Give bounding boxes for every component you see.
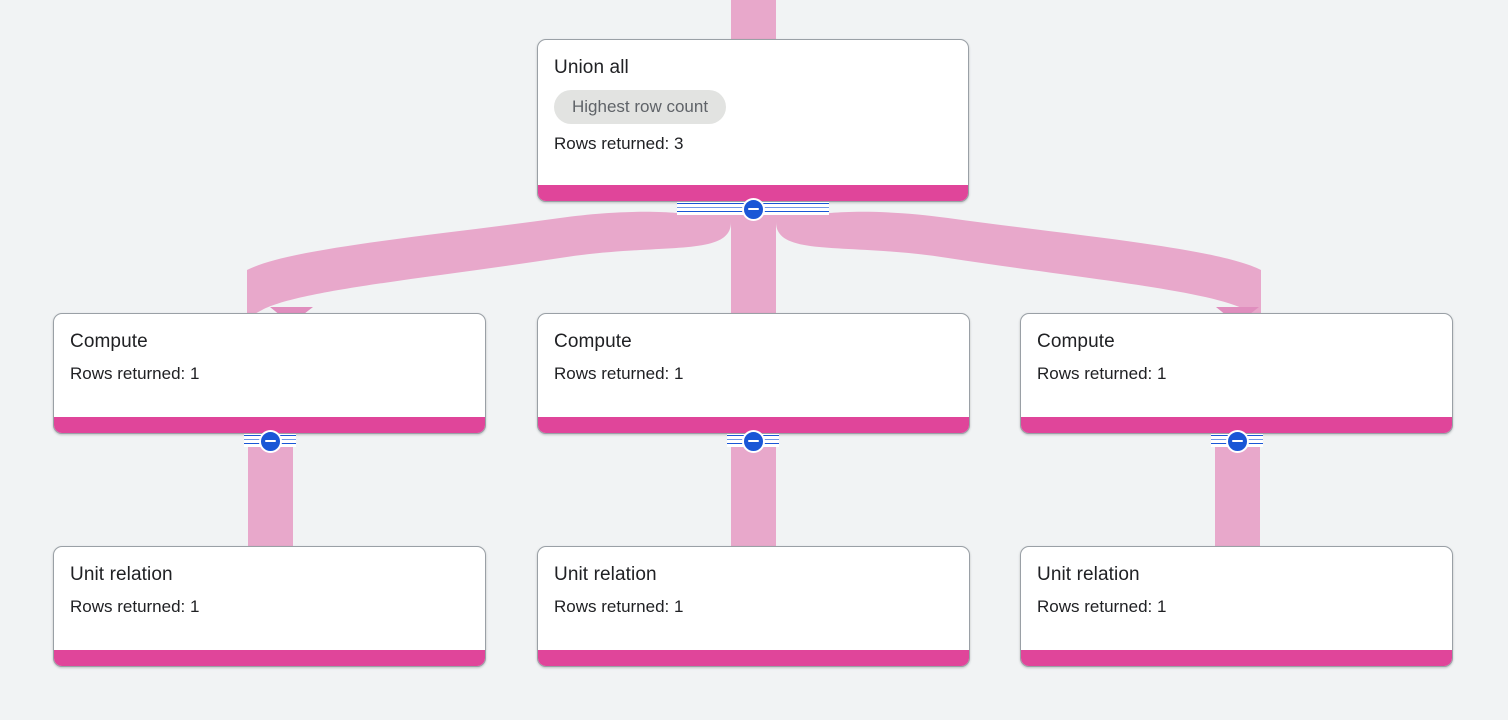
node-unit-relation-2[interactable]: Unit relation Rows returned: 1 xyxy=(537,546,970,667)
node-compute-3-body: Compute Rows returned: 1 xyxy=(1021,314,1452,390)
node-unit-relation-2-title: Unit relation xyxy=(554,564,657,585)
node-unit-relation-1-body: Unit relation Rows returned: 1 xyxy=(54,547,485,623)
node-compute-2-rows: Rows returned: 1 xyxy=(554,364,684,383)
node-compute-1-title: Compute xyxy=(70,331,148,352)
collapse-compute-3-button[interactable] xyxy=(1211,428,1263,454)
node-union-all-rows: Rows returned: 3 xyxy=(554,134,684,153)
minus-circle-icon[interactable] xyxy=(741,197,765,221)
node-unit-relation-1-rows: Rows returned: 1 xyxy=(70,597,200,616)
minus-circle-icon[interactable] xyxy=(258,429,282,453)
node-compute-3-title: Compute xyxy=(1037,331,1115,352)
node-compute-1[interactable]: Compute Rows returned: 1 xyxy=(53,313,486,434)
node-union-all-status-bar xyxy=(538,185,968,201)
node-compute-3-status-bar xyxy=(1021,417,1452,433)
node-unit-relation-3-body: Unit relation Rows returned: 1 xyxy=(1021,547,1452,623)
node-compute-1-rows: Rows returned: 1 xyxy=(70,364,200,383)
node-unit-relation-1-title: Unit relation xyxy=(70,564,173,585)
node-compute-3-rows: Rows returned: 1 xyxy=(1037,364,1167,383)
node-compute-2[interactable]: Compute Rows returned: 1 xyxy=(537,313,970,434)
node-union-all-body: Union all Highest row count Rows returne… xyxy=(538,40,968,160)
node-union-all-title: Union all xyxy=(554,57,629,78)
minus-circle-icon[interactable] xyxy=(741,429,765,453)
node-unit-relation-3[interactable]: Unit relation Rows returned: 1 xyxy=(1020,546,1453,667)
node-compute-2-status-bar xyxy=(538,417,969,433)
collapse-compute-1-button[interactable] xyxy=(244,428,296,454)
node-compute-1-body: Compute Rows returned: 1 xyxy=(54,314,485,390)
node-unit-relation-2-body: Unit relation Rows returned: 1 xyxy=(538,547,969,623)
minus-circle-icon[interactable] xyxy=(1225,429,1249,453)
node-unit-relation-3-rows: Rows returned: 1 xyxy=(1037,597,1167,616)
node-unit-relation-1-status-bar xyxy=(54,650,485,666)
node-union-all[interactable]: Union all Highest row count Rows returne… xyxy=(537,39,969,202)
node-unit-relation-2-rows: Rows returned: 1 xyxy=(554,597,684,616)
collapse-union-all-button[interactable] xyxy=(677,196,829,222)
node-unit-relation-3-title: Unit relation xyxy=(1037,564,1140,585)
node-unit-relation-2-status-bar xyxy=(538,650,969,666)
node-unit-relation-3-status-bar xyxy=(1021,650,1452,666)
node-unit-relation-1[interactable]: Unit relation Rows returned: 1 xyxy=(53,546,486,667)
node-compute-3[interactable]: Compute Rows returned: 1 xyxy=(1020,313,1453,434)
collapse-compute-2-button[interactable] xyxy=(727,428,779,454)
node-compute-2-title: Compute xyxy=(554,331,632,352)
node-compute-1-status-bar xyxy=(54,417,485,433)
node-compute-2-body: Compute Rows returned: 1 xyxy=(538,314,969,390)
node-union-all-badge: Highest row count xyxy=(554,90,727,124)
